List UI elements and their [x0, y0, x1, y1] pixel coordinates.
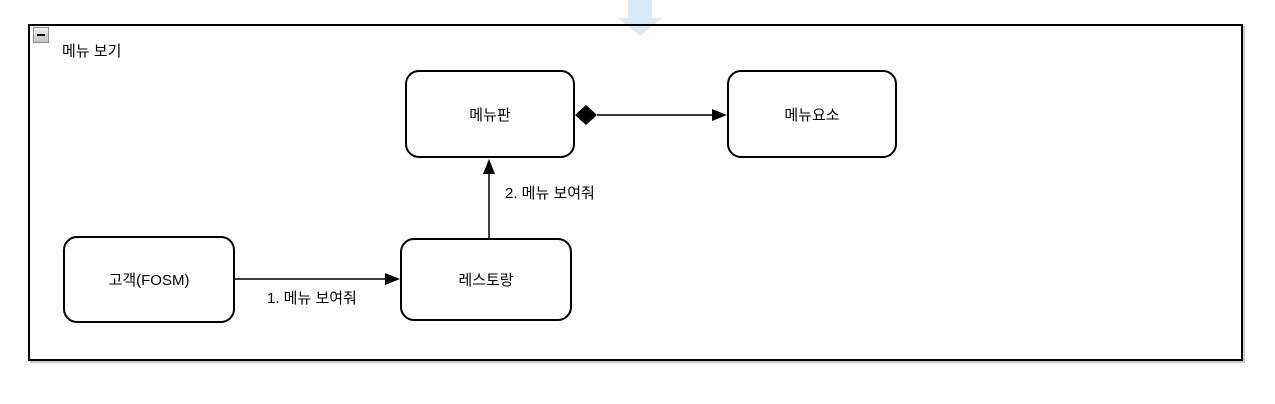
- node-label: 고객(FOSM): [108, 272, 190, 289]
- down-arrow-shape: [618, 0, 662, 36]
- edge-label-1: 1. 메뉴 보여줘: [267, 290, 357, 307]
- node-customer[interactable]: 고객(FOSM): [63, 236, 235, 323]
- collapse-button[interactable]: [33, 27, 49, 43]
- down-arrow-icon: [618, 0, 662, 36]
- node-menu-element[interactable]: 메뉴요소: [727, 70, 897, 158]
- node-label: 레스토랑: [458, 272, 514, 289]
- diagram-frame: [28, 24, 1243, 361]
- frame-title: 메뉴 보기: [62, 43, 122, 60]
- minus-icon: [37, 34, 45, 36]
- node-menu-board[interactable]: 메뉴판: [405, 70, 575, 158]
- node-label: 메뉴판: [469, 106, 511, 124]
- node-restaurant[interactable]: 레스토랑: [400, 238, 572, 321]
- edge-label-2: 2. 메뉴 보여줘: [505, 185, 595, 202]
- node-label: 메뉴요소: [784, 106, 840, 124]
